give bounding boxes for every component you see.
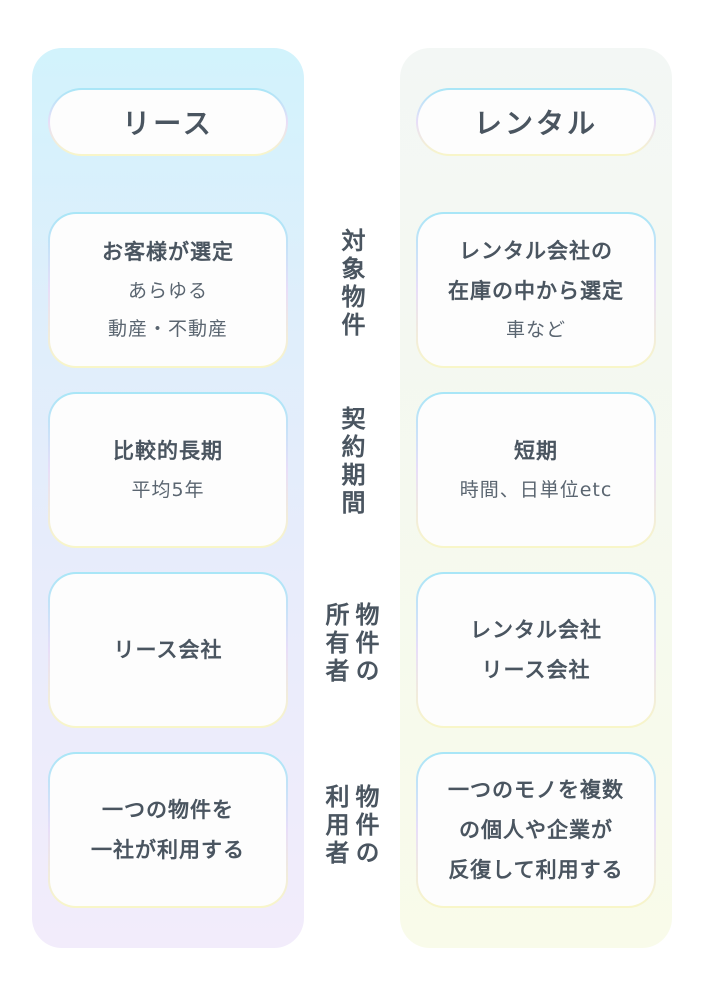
rental-period-sub: 時間、日単位etc <box>459 479 613 501</box>
rental-target-main-1: レンタル会社の <box>459 239 613 263</box>
lease-owner-main: リース会社 <box>113 638 223 662</box>
lease-card-owner: リース会社 <box>48 572 288 728</box>
category-label-period: 契約期間 <box>337 406 365 518</box>
rental-owner-main-1: レンタル会社 <box>470 618 602 642</box>
category-label-user: 物件の利用者 <box>321 784 379 868</box>
rental-user-main-2: の個人や企業が <box>459 818 613 842</box>
rental-target-sub: 車など <box>505 319 566 341</box>
lease-user-main-1: 一つの物件を <box>102 798 234 822</box>
lease-panel: リース お客様が選定 あらゆる 動産・不動産 比較的長期 平均5年 リース会社 … <box>32 48 304 948</box>
rental-title-pill: レンタル <box>416 88 656 156</box>
rental-user-main-3: 反復して利用する <box>448 858 624 882</box>
category-label-target: 対象物件 <box>337 228 365 340</box>
lease-user-main-2: 一社が利用する <box>91 838 245 862</box>
category-label-owner: 物件の所有者 <box>321 602 379 686</box>
lease-period-main: 比較的長期 <box>113 439 223 463</box>
rental-title: レンタル <box>473 107 598 140</box>
lease-title: リース <box>122 107 214 140</box>
rental-user-main-1: 一つのモノを複数 <box>448 778 624 802</box>
lease-card-user: 一つの物件を 一社が利用する <box>48 752 288 908</box>
rental-target-main-2: 在庫の中から選定 <box>448 279 624 303</box>
rental-period-main: 短期 <box>514 439 558 463</box>
lease-target-sub-2: 動産・不動産 <box>107 318 228 340</box>
rental-card-user: 一つのモノを複数 の個人や企業が 反復して利用する <box>416 752 656 908</box>
lease-target-sub-1: あらゆる <box>127 280 208 302</box>
rental-card-target: レンタル会社の 在庫の中から選定 車など <box>416 212 656 368</box>
lease-target-main: お客様が選定 <box>102 240 234 264</box>
lease-period-sub: 平均5年 <box>131 479 205 501</box>
rental-card-period: 短期 時間、日単位etc <box>416 392 656 548</box>
lease-card-target: お客様が選定 あらゆる 動産・不動産 <box>48 212 288 368</box>
lease-card-period: 比較的長期 平均5年 <box>48 392 288 548</box>
rental-panel: レンタル レンタル会社の 在庫の中から選定 車など 短期 時間、日単位etc レ… <box>400 48 672 948</box>
rental-card-owner: レンタル会社 リース会社 <box>416 572 656 728</box>
lease-title-pill: リース <box>48 88 288 156</box>
rental-owner-main-2: リース会社 <box>481 658 591 682</box>
